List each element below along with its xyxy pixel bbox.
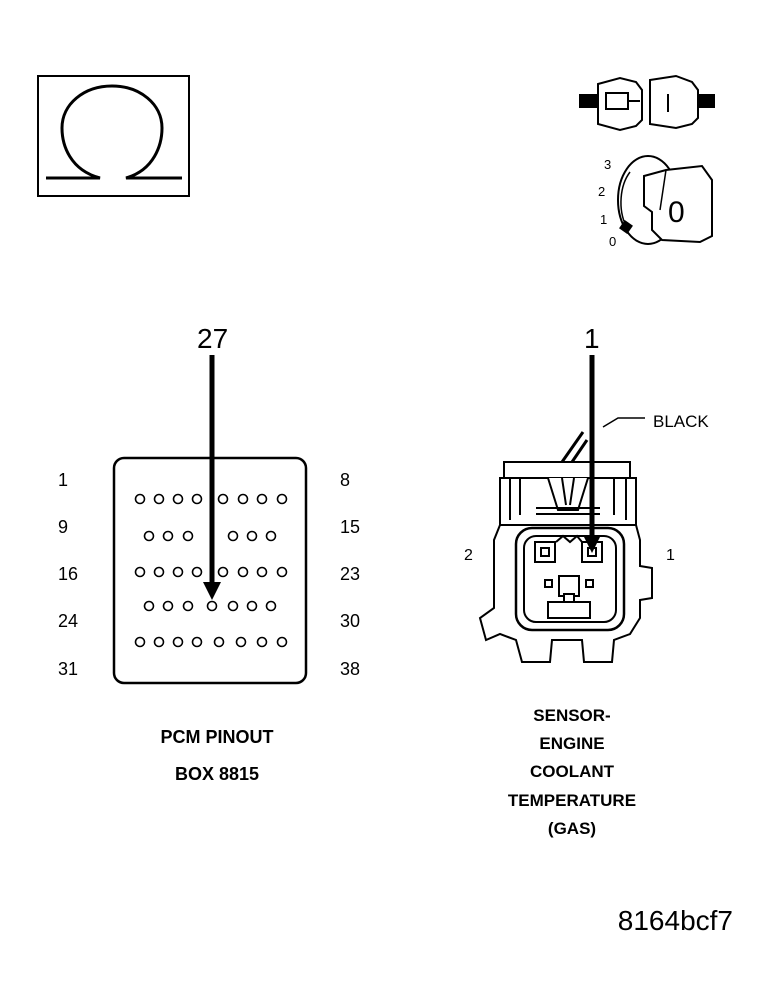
wire-color-label: BLACK xyxy=(653,412,709,431)
ignition-pos-1: 1 xyxy=(600,212,607,227)
sensor-pin-label-left: 2 xyxy=(464,547,473,564)
sensor-caption-line5: (GAS) xyxy=(548,819,596,838)
sensor-caption-line2: ENGINE xyxy=(539,734,604,753)
pcm-row-label-right-3: 23 xyxy=(340,564,360,584)
pin-row-5 xyxy=(134,636,288,648)
pin-row-1 xyxy=(134,493,288,505)
disconnect-connector-icon xyxy=(579,74,715,132)
pcm-row-label-right-4: 30 xyxy=(340,611,360,631)
pcm-row-label-right-1: 8 xyxy=(340,470,350,490)
wire-color-leader xyxy=(602,417,645,428)
ignition-switch-icon: 3 2 1 0 0 xyxy=(598,155,713,249)
sensor-pin-label-right: 1 xyxy=(666,547,675,564)
sensor-caption-line1: SENSOR- xyxy=(533,706,610,725)
ohm-symbol-text: Ω xyxy=(0,0,1,1)
pcm-row-label-left-3: 16 xyxy=(58,564,78,584)
sensor-caption-line4: TEMPERATURE xyxy=(508,791,636,810)
pcm-pin-callout: 27 xyxy=(197,323,228,354)
pin-row-3 xyxy=(134,566,288,578)
pcm-row-label-right-5: 38 xyxy=(340,659,360,679)
ohmmeter-icon: Ω xyxy=(0,0,190,197)
pcm-pin-grid xyxy=(134,493,288,648)
pcm-callout-arrowhead xyxy=(203,582,221,600)
key-position-text: 0 xyxy=(668,196,685,229)
ignition-pos-2: 2 xyxy=(598,184,605,199)
ignition-pos-0: 0 xyxy=(609,234,616,249)
pcm-caption-line2: BOX 8815 xyxy=(175,764,259,784)
connector-body xyxy=(478,431,653,663)
sensor-pin-callout: 1 xyxy=(584,323,600,354)
sensor-caption-line3: COOLANT xyxy=(530,762,615,781)
ignition-pos-3: 3 xyxy=(604,157,611,172)
pcm-caption-line1: PCM PINOUT xyxy=(160,727,273,747)
sensor-connector: 1 BLACK xyxy=(464,323,709,838)
figure-id: 8164bcf7 xyxy=(618,905,733,936)
pcm-row-label-left-4: 24 xyxy=(58,611,78,631)
pcm-row-label-left-5: 31 xyxy=(58,659,78,679)
pcm-row-label-left-2: 9 xyxy=(58,517,68,537)
sensor-callout-arrowhead xyxy=(583,535,601,553)
pin-row-2 xyxy=(143,530,277,542)
pcm-row-label-left-1: 1 xyxy=(58,470,68,490)
pcm-pinout: 27 xyxy=(58,323,360,784)
pin-row-4 xyxy=(143,600,277,612)
pcm-row-label-right-2: 15 xyxy=(340,517,360,537)
